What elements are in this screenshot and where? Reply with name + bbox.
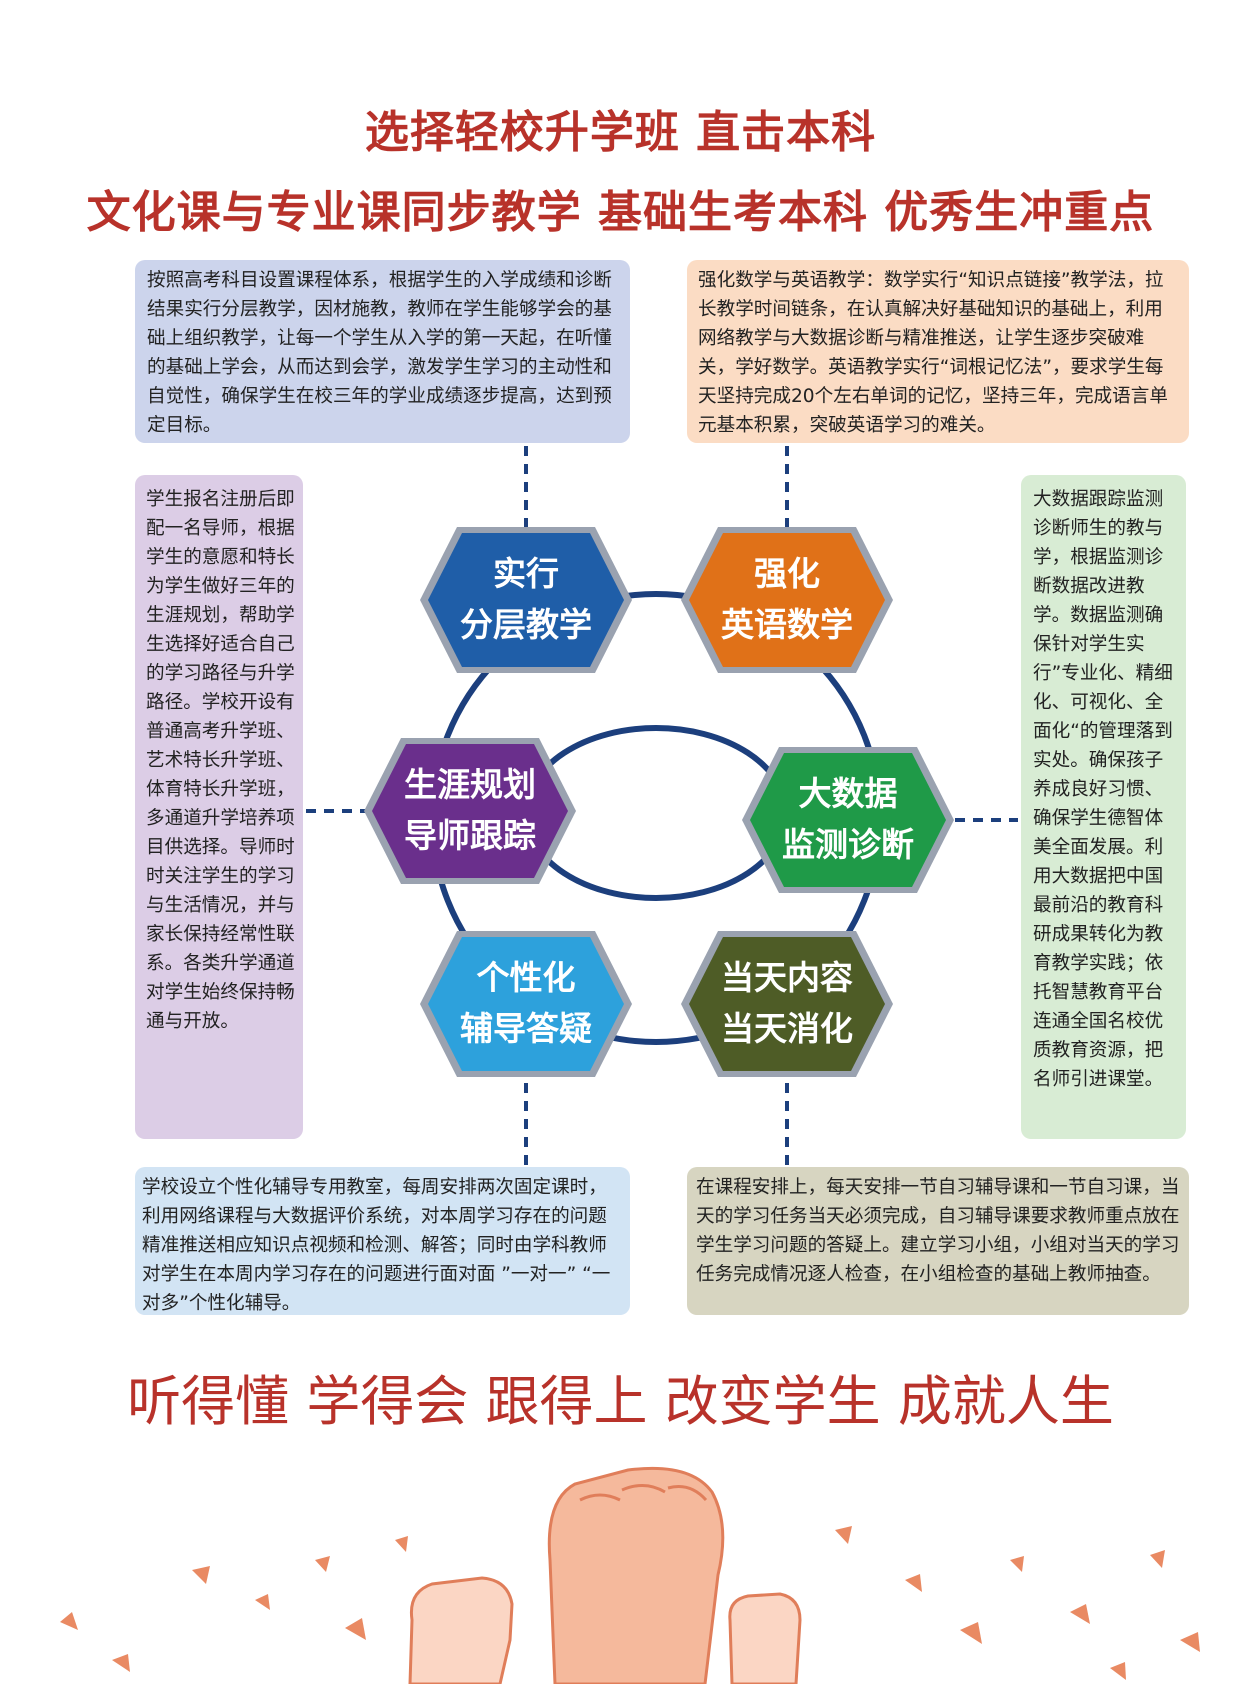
hexagon-same-day-digest: 当天内容 当天消化	[681, 931, 893, 1077]
hexagon-label: 实行	[493, 554, 559, 593]
hexagon-label: 当天内容	[721, 958, 853, 997]
hexagon-big-data: 大数据 监测诊断	[742, 747, 954, 893]
hexagon-label: 当天消化	[721, 1009, 853, 1048]
hexagon-label: 生涯规划	[404, 765, 536, 804]
slogan: 听得懂 学得会 跟得上 改变学生 成就人生	[127, 1370, 1114, 1433]
description-box-career-planning: 学生报名注册后即配一名导师，根据学生的意愿和特长为学生做好三年的生涯规划，帮助学…	[135, 475, 303, 1139]
hexagon-label: 分层教学	[460, 605, 592, 644]
headline-line-2: 文化课与专业课同步教学 基础生考本科 优秀生冲重点	[86, 187, 1155, 238]
headline-line-1: 选择轻校升学班 直击本科	[364, 107, 877, 158]
hexagon-label: 强化	[754, 554, 820, 593]
description-box-tiered-teaching: 按照高考科目设置课程体系，根据学生的入学成绩和诊断结果实行分层教学，因材施教，教…	[135, 260, 630, 443]
hexagon-label: 导师跟踪	[404, 816, 536, 855]
hexagon-label: 辅导答疑	[460, 1009, 592, 1048]
description-box-english-math: 强化数学与英语教学：数学实行“知识点链接”教学法，拉长教学时间链条，在认真解决好…	[687, 260, 1189, 443]
hexagon-label: 个性化	[477, 958, 576, 997]
hexagon-label: 大数据	[799, 774, 898, 813]
hexagon-label: 英语数学	[721, 605, 853, 644]
confetti-decoration	[60, 1526, 1200, 1680]
description-box-same-day-digest: 在课程安排上，每天安排一节自习辅导课和一节自习课，当天的学习任务当天必须完成，自…	[687, 1167, 1189, 1315]
hexagon-personal-tutoring: 个性化 辅导答疑	[420, 931, 632, 1077]
raised-fists-illustration	[60, 1466, 1200, 1684]
hexagon-label: 监测诊断	[782, 825, 914, 864]
hexagon-english-math: 强化 英语数学	[681, 527, 893, 673]
hexagon-tiered-teaching: 实行 分层教学	[420, 527, 632, 673]
hexagon-career-planning: 生涯规划 导师跟踪	[364, 738, 576, 884]
dashed-connectors	[306, 446, 1018, 1165]
description-box-big-data: 大数据跟踪监测诊断师生的教与学，根据监测诊断数据改进教学。数据监测确保针对学生实…	[1021, 475, 1186, 1139]
description-box-personal-tutoring: 学校设立个性化辅导专用教室，每周安排两次固定课时，利用网络课程与大数据评价系统，…	[135, 1167, 630, 1315]
